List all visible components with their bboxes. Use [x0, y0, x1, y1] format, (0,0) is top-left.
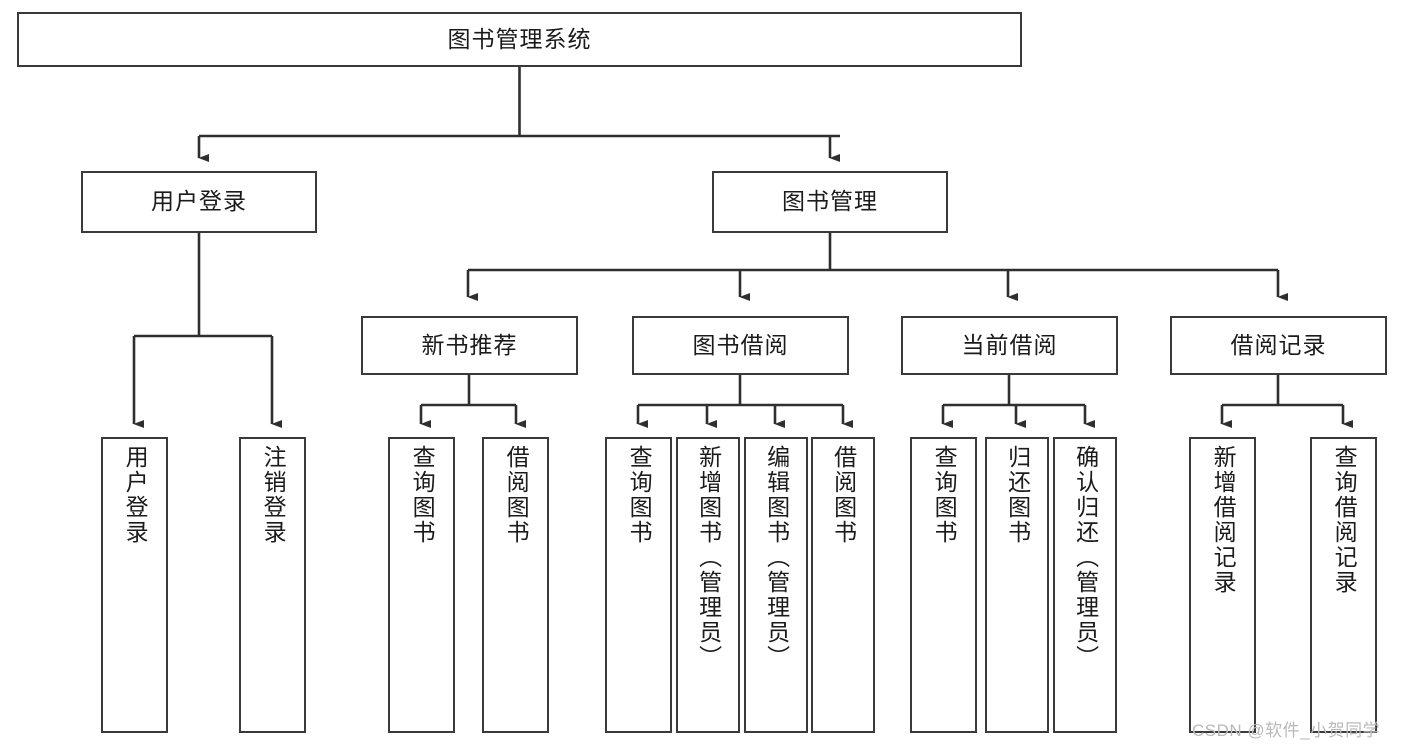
- node-borrow-record-label: 借阅记录: [1230, 331, 1327, 358]
- node-leaf-borrow-book-1[interactable]: 借阅图书: [482, 437, 549, 733]
- node-leaf-borrow-book-2-label: 借阅图书: [830, 445, 857, 545]
- node-new-book-recommend-label: 新书推荐: [421, 331, 518, 358]
- node-book-borrow[interactable]: 图书借阅: [632, 316, 849, 375]
- node-new-book-recommend[interactable]: 新书推荐: [361, 316, 578, 375]
- node-current-borrow[interactable]: 当前借阅: [901, 316, 1118, 375]
- node-leaf-borrow-book-1-label: 借阅图书: [503, 445, 530, 545]
- node-leaf-user-login[interactable]: 用户登录: [101, 437, 168, 733]
- node-leaf-query-book-3-label: 查询图书: [931, 445, 958, 545]
- node-leaf-add-record[interactable]: 新增借阅记录: [1189, 437, 1256, 733]
- node-leaf-query-book-2[interactable]: 查询图书: [605, 437, 672, 733]
- node-leaf-add-book[interactable]: 新增图书（管理员）: [676, 437, 740, 733]
- node-leaf-query-record[interactable]: 查询借阅记录: [1310, 437, 1377, 733]
- node-leaf-query-book-1-label: 查询图书: [409, 445, 436, 545]
- node-book-manage[interactable]: 图书管理: [712, 171, 948, 233]
- node-leaf-edit-book-label: 编辑图书（管理员）: [763, 445, 790, 670]
- node-book-borrow-label: 图书借阅: [692, 331, 789, 358]
- node-root[interactable]: 图书管理系统: [17, 12, 1022, 67]
- node-root-label: 图书管理系统: [447, 25, 592, 52]
- node-current-borrow-label: 当前借阅: [961, 331, 1058, 358]
- node-leaf-query-record-label: 查询借阅记录: [1331, 445, 1358, 595]
- node-leaf-add-book-label: 新增图书（管理员）: [695, 445, 722, 670]
- node-leaf-query-book-3[interactable]: 查询图书: [910, 437, 977, 733]
- node-leaf-edit-book[interactable]: 编辑图书（管理员）: [744, 437, 808, 733]
- node-leaf-borrow-book-2[interactable]: 借阅图书: [811, 437, 875, 733]
- node-leaf-confirm-return[interactable]: 确认归还（管理员）: [1053, 437, 1117, 733]
- node-user-login[interactable]: 用户登录: [81, 171, 317, 233]
- node-leaf-return-book[interactable]: 归还图书: [985, 437, 1049, 733]
- node-leaf-query-book-1[interactable]: 查询图书: [388, 437, 455, 733]
- node-leaf-add-record-label: 新增借阅记录: [1210, 445, 1237, 595]
- node-book-manage-label: 图书管理: [782, 188, 878, 215]
- node-leaf-logout[interactable]: 注销登录: [239, 437, 306, 733]
- csdn-watermark: CSDN @软件_小贺同学: [1192, 721, 1381, 740]
- node-leaf-query-book-2-label: 查询图书: [626, 445, 653, 545]
- node-leaf-confirm-return-label: 确认归还（管理员）: [1072, 445, 1099, 670]
- node-borrow-record[interactable]: 借阅记录: [1170, 316, 1387, 375]
- node-user-login-label: 用户登录: [151, 188, 247, 215]
- node-leaf-user-login-label: 用户登录: [122, 445, 149, 545]
- node-leaf-logout-label: 注销登录: [260, 445, 287, 545]
- node-leaf-return-book-label: 归还图书: [1004, 445, 1031, 545]
